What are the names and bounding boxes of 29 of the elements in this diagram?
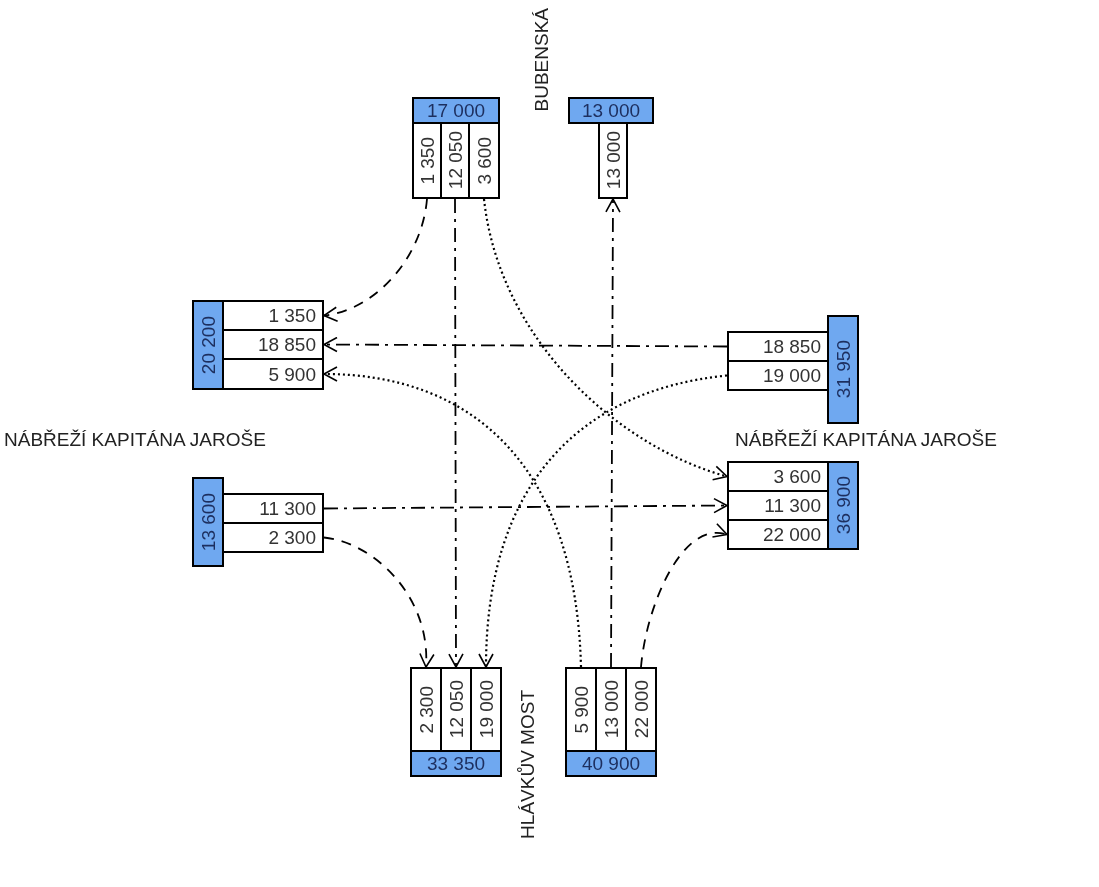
flow-arrow — [323, 536, 434, 668]
flow-arrow — [323, 497, 728, 514]
total-volume-cell: 17 000 — [412, 97, 500, 124]
total-volume-cell: 33 350 — [410, 750, 502, 777]
lane-volume-cell: 1 350 — [412, 122, 442, 199]
total-volume-cell: 20 200 — [192, 300, 224, 390]
flow-arrow — [482, 198, 728, 480]
street-name: NÁBŘEŽÍ KAPITÁNA JAROŠE — [4, 430, 266, 449]
lane-volume-cell: 11 300 — [222, 493, 324, 524]
lane-volume-cell: 1 350 — [222, 300, 324, 331]
total-volume-cell: 40 900 — [565, 750, 657, 777]
street-name: HLÁVKŮV MOST — [518, 690, 537, 839]
flow-arrow — [323, 336, 728, 353]
total-volume-cell: 13 600 — [192, 477, 224, 567]
lane-volume-cell: 2 300 — [222, 522, 324, 553]
street-name: BUBENSKÁ — [532, 8, 551, 112]
flow-arrow — [640, 524, 728, 668]
lane-volume-cell: 13 000 — [598, 122, 628, 199]
total-volume-cell: 13 000 — [568, 97, 654, 124]
flow-arrow — [605, 198, 621, 668]
total-volume-cell: 31 950 — [827, 315, 859, 424]
lane-volume-cell: 3 600 — [468, 122, 500, 199]
street-name: NÁBŘEŽÍ KAPITÁNA JAROŠE — [735, 430, 997, 449]
flow-arrow — [323, 366, 583, 668]
flow-arrow — [323, 198, 428, 321]
flow-arrow — [448, 198, 464, 668]
flow-arrow — [478, 374, 728, 668]
lane-volume-cell: 5 900 — [222, 358, 324, 390]
total-volume-cell: 36 900 — [827, 461, 859, 550]
